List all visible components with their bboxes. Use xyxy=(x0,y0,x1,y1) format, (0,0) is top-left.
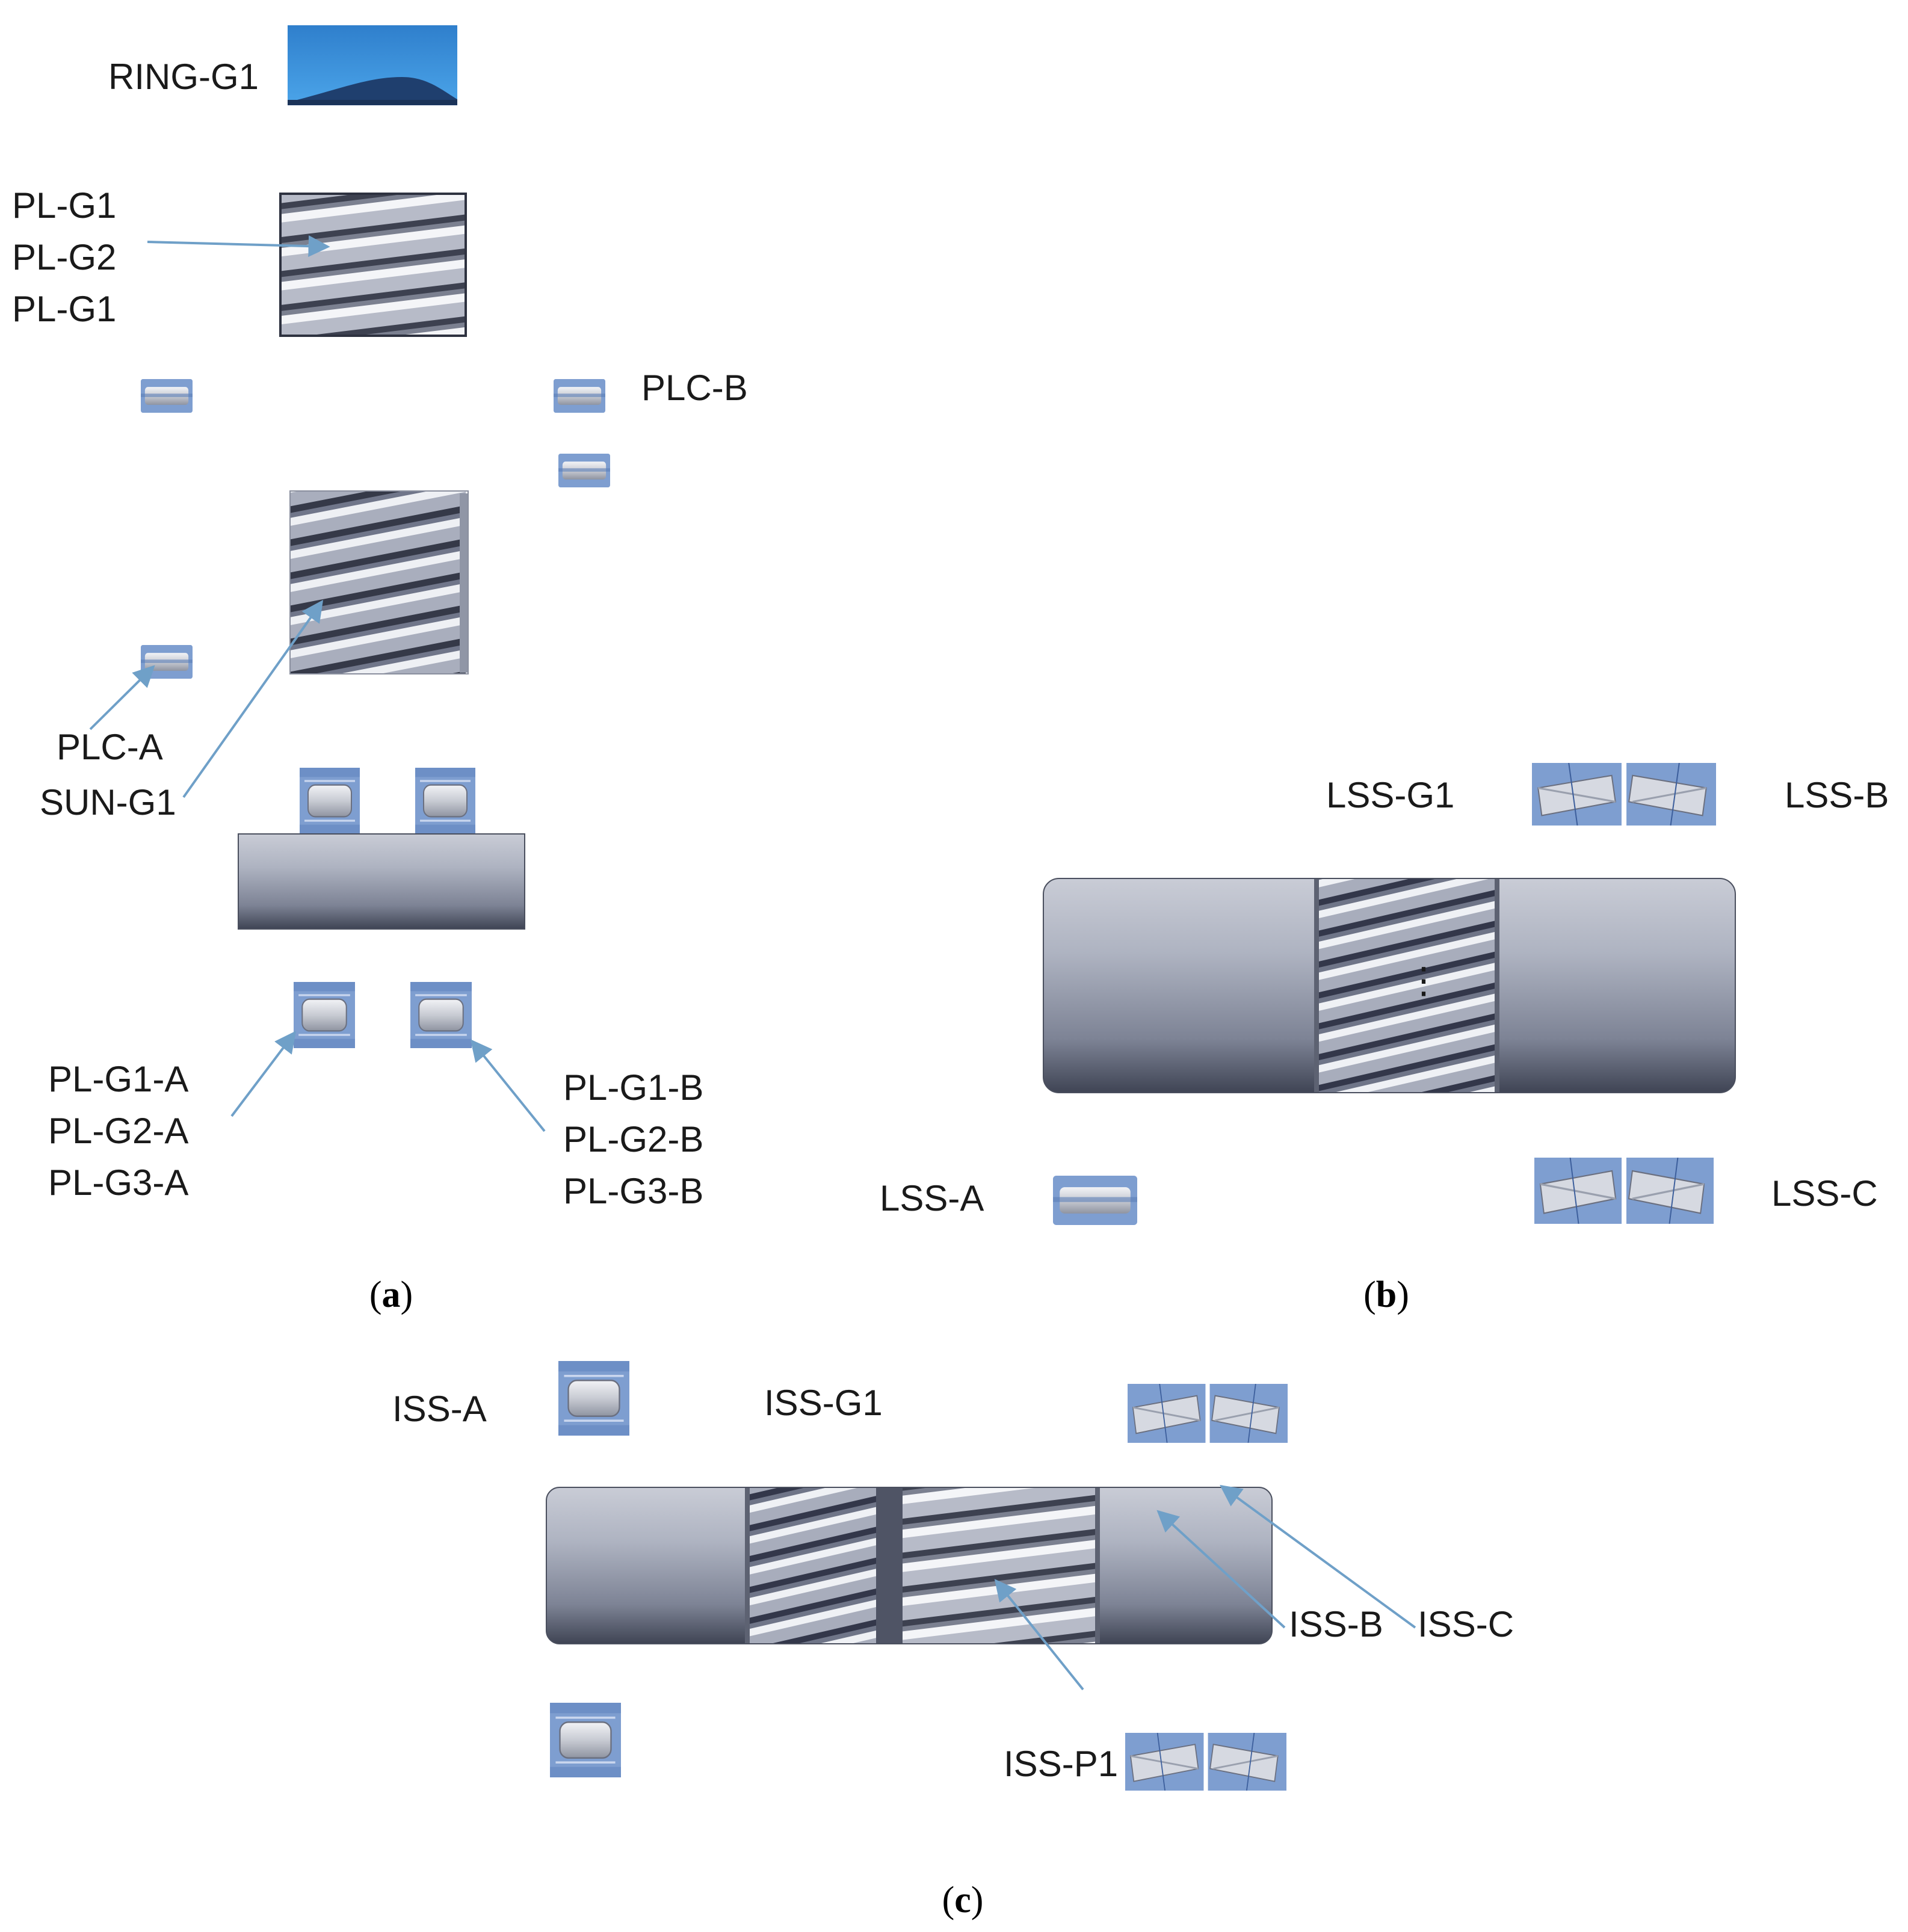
planet-bearing-upper-left xyxy=(300,768,360,834)
pl-b-label-3: PL-G3-B xyxy=(563,1171,703,1211)
lss-g1-gear-marker: ⋮ xyxy=(1406,960,1442,1001)
pl-b-arrow xyxy=(470,1039,546,1132)
pl-b-label-2: PL-G2-B xyxy=(563,1119,703,1159)
iss-p1-arrow xyxy=(994,1579,1084,1691)
ring-gear xyxy=(288,25,457,105)
caption-a-open: ( xyxy=(369,1274,382,1315)
svg-text:(a): (a) xyxy=(369,1274,413,1315)
iss-c-bearing-bottom xyxy=(1125,1733,1286,1791)
plc-bearing-left-top xyxy=(141,379,193,413)
planet-gear-label-3: PL-G1 xyxy=(12,289,116,329)
iss-b-arrow xyxy=(1156,1510,1286,1629)
caption-a-close: ) xyxy=(401,1274,413,1315)
planet-shaft xyxy=(238,833,525,930)
lss-c-label: LSS-C xyxy=(1771,1173,1878,1214)
plc-a-arrow xyxy=(89,665,155,730)
lss-a-label: LSS-A xyxy=(880,1178,984,1218)
ring-gear-label: RING-G1 xyxy=(108,57,259,97)
low-speed-shaft xyxy=(1043,878,1736,1093)
caption-a: (a) xyxy=(369,1274,413,1315)
lss-b-bearing xyxy=(1532,763,1716,826)
pl-a-bearing xyxy=(294,982,355,1048)
planet-gear xyxy=(279,193,467,337)
panel-b: LSS-G1 LSS-B ⋮ LSS-A LSS-C (b) xyxy=(880,763,1889,1315)
svg-text:(b): (b) xyxy=(1363,1274,1409,1315)
pl-a-arrow xyxy=(230,1031,297,1117)
caption-c-open: ( xyxy=(942,1880,955,1921)
caption-b-open: ( xyxy=(1363,1274,1376,1315)
planet-bearing-upper-right xyxy=(415,768,475,834)
lss-c-bearing xyxy=(1534,1158,1714,1224)
iss-b-label: ISS-B xyxy=(1289,1604,1383,1644)
pl-b-bearing xyxy=(410,982,472,1048)
pl-a-label-1: PL-G1-A xyxy=(48,1059,188,1099)
svg-text:(c): (c) xyxy=(942,1880,984,1921)
pl-a-label-3: PL-G3-A xyxy=(48,1162,188,1203)
caption-c-close: ) xyxy=(971,1880,984,1921)
panel-c: ISS-A ISS-G1 ISS-B ISS-C ISS-P1 (c) xyxy=(392,1361,1514,1921)
iss-c-arrow xyxy=(1220,1484,1416,1629)
iss-c-label: ISS-C xyxy=(1418,1604,1514,1644)
iss-g1-label: ISS-G1 xyxy=(764,1383,883,1423)
iss-a-bearing xyxy=(558,1361,629,1436)
pl-a-label-2: PL-G2-A xyxy=(48,1111,188,1151)
caption-c: (c) xyxy=(942,1880,984,1921)
lss-a-bearing xyxy=(1053,1176,1137,1225)
panel-a: RING-G1 PL-G1 PL-G2 PL-G1 PLC-B PLC-A SU… xyxy=(12,25,748,1315)
planet-gear-label-2: PL-G2 xyxy=(12,237,116,277)
caption-b: (b) xyxy=(1363,1274,1409,1315)
iss-c-bearing-top xyxy=(1128,1384,1288,1443)
iss-p1-label: ISS-P1 xyxy=(1004,1744,1118,1784)
iss-a-label: ISS-A xyxy=(392,1389,487,1429)
caption-b-close: ) xyxy=(1397,1274,1409,1315)
plc-a-bearing xyxy=(141,645,193,679)
sun-gear xyxy=(289,490,469,674)
pl-b-label-1: PL-G1-B xyxy=(563,1067,703,1108)
planet-gear-label-1: PL-G1 xyxy=(12,185,116,226)
sun-gear-label: SUN-G1 xyxy=(40,782,176,822)
iss-a-bearing-bottom xyxy=(550,1703,621,1777)
lss-g1-label: LSS-G1 xyxy=(1326,775,1454,815)
plc-a-label: PLC-A xyxy=(57,727,163,767)
plc-b-bearing-top xyxy=(554,379,605,413)
caption-b-letter: b xyxy=(1376,1274,1397,1315)
intermediate-speed-shaft xyxy=(546,1487,1273,1644)
caption-a-letter: a xyxy=(382,1274,401,1315)
plc-b-bearing-bottom xyxy=(558,454,610,487)
planet-gear-arrow xyxy=(147,235,330,258)
lss-b-label: LSS-B xyxy=(1785,775,1889,815)
caption-c-letter: c xyxy=(954,1880,971,1921)
plc-b-label: PLC-B xyxy=(641,368,748,408)
sun-gear-arrow xyxy=(182,600,324,798)
